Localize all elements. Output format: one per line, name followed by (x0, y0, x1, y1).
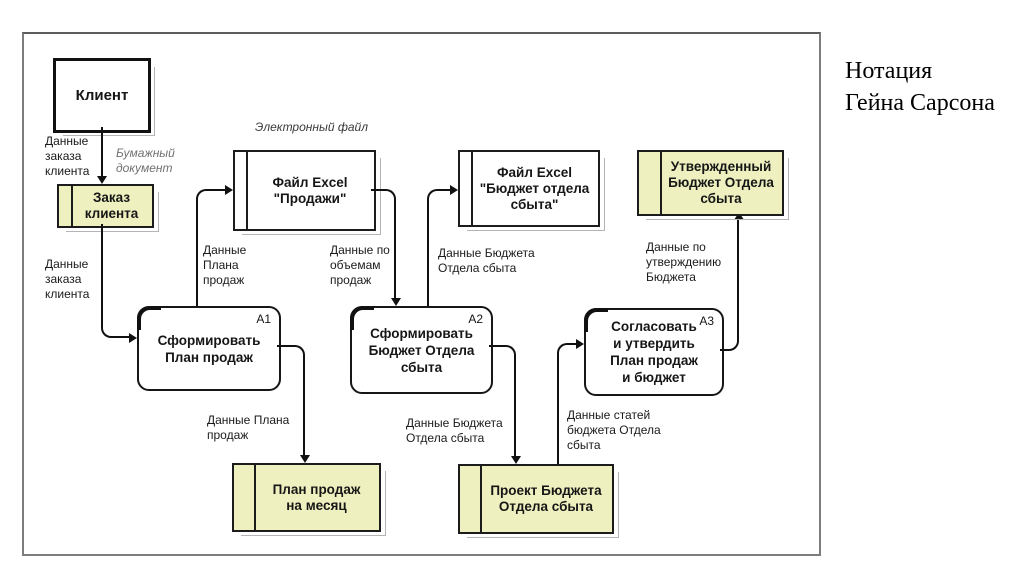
excel-sales-label: Файл Excel "Продажи" (272, 174, 348, 206)
arrowhead-into-a1 (129, 333, 137, 343)
process-a2-id: A2 (468, 312, 483, 326)
excel-sales-store: Файл Excel "Продажи" (233, 150, 381, 235)
approved-budget-store: Утвержденный Бюджет Отдела сбыта (637, 150, 789, 220)
process-a1-id: A1 (256, 312, 271, 326)
store-divider (71, 186, 73, 226)
flow-label-items-to-a3: Данные статей бюджета Отдела сбыта (567, 408, 661, 452)
process-a3-label: Согласовать и утвердить План продаж и бю… (610, 319, 698, 385)
approved-budget-label: Утвержденный Бюджет Отдела сбыта (668, 159, 774, 206)
sales-plan-label: План продаж на месяц (272, 481, 361, 513)
budget-draft-label: Проект Бюджета Отдела сбыта (490, 483, 602, 514)
budget-draft-store: Проект Бюджета Отдела сбыта (458, 464, 619, 538)
arrowhead-into-draft-store (511, 456, 521, 464)
client-order-label: Заказ клиента (84, 190, 139, 221)
annotation-electronic-file: Электронный файл (255, 120, 368, 134)
arrowhead-into-excel-budget (450, 185, 458, 195)
flow-label-order-to-a1: Данные заказа клиента (45, 257, 90, 301)
diagram-frame (22, 32, 821, 556)
flow-label-plan-to-store: Данные Плана продаж (207, 413, 290, 442)
flow-label-volumes-to-a2: Данные по объемам продаж (330, 243, 390, 287)
process-a3: A3 Согласовать и утвердить План продаж и… (584, 308, 724, 396)
flow-label-order-down: Данные заказа клиента (45, 134, 90, 178)
store-divider (246, 152, 248, 229)
store-divider (480, 466, 482, 532)
process-a1-label: Сформировать План продаж (157, 332, 261, 365)
arrowhead-into-order-store (97, 176, 107, 184)
flow-label-paper-document: Бумажный документ (116, 146, 175, 175)
process-a3-id: A3 (699, 314, 714, 328)
excel-budget-store: Файл Excel "Бюджет отдела сбыта" (458, 150, 605, 231)
arrowhead-into-approved-store (734, 212, 744, 220)
flow-label-plan-to-excel: Данные Плана продаж (203, 243, 247, 287)
flow-label-budget-to-excel: Данные Бюджета Отдела сбыта (438, 246, 535, 275)
arrowhead-into-a3 (576, 339, 584, 349)
flow-label-approval-up: Данные по утверждению Бюджета (646, 240, 722, 284)
client-order-store: Заказ клиента (57, 184, 159, 232)
process-a2-label: Сформировать Бюджет Отдела сбыта (368, 325, 475, 375)
process-a1: A1 Сформировать План продаж (137, 306, 281, 391)
sales-plan-store: План продаж на месяц (232, 463, 386, 536)
client-entity: Клиент (53, 58, 155, 136)
arrowhead-into-a2 (391, 298, 401, 306)
arrowhead-into-plan-store (300, 455, 310, 463)
store-divider (471, 152, 473, 225)
excel-budget-label: Файл Excel "Бюджет отдела сбыта" (479, 164, 590, 212)
process-a2: A2 Сформировать Бюджет Отдела сбыта (350, 306, 493, 394)
flow-label-budget-to-store: Данные Бюджета Отдела сбыта (406, 416, 503, 445)
notation-title: Нотация Гейна Сарсона (845, 58, 995, 116)
arrowhead-into-excel-sales (225, 185, 233, 195)
store-divider (254, 465, 256, 530)
store-divider (660, 152, 662, 214)
client-entity-label: Клиент (75, 87, 129, 104)
